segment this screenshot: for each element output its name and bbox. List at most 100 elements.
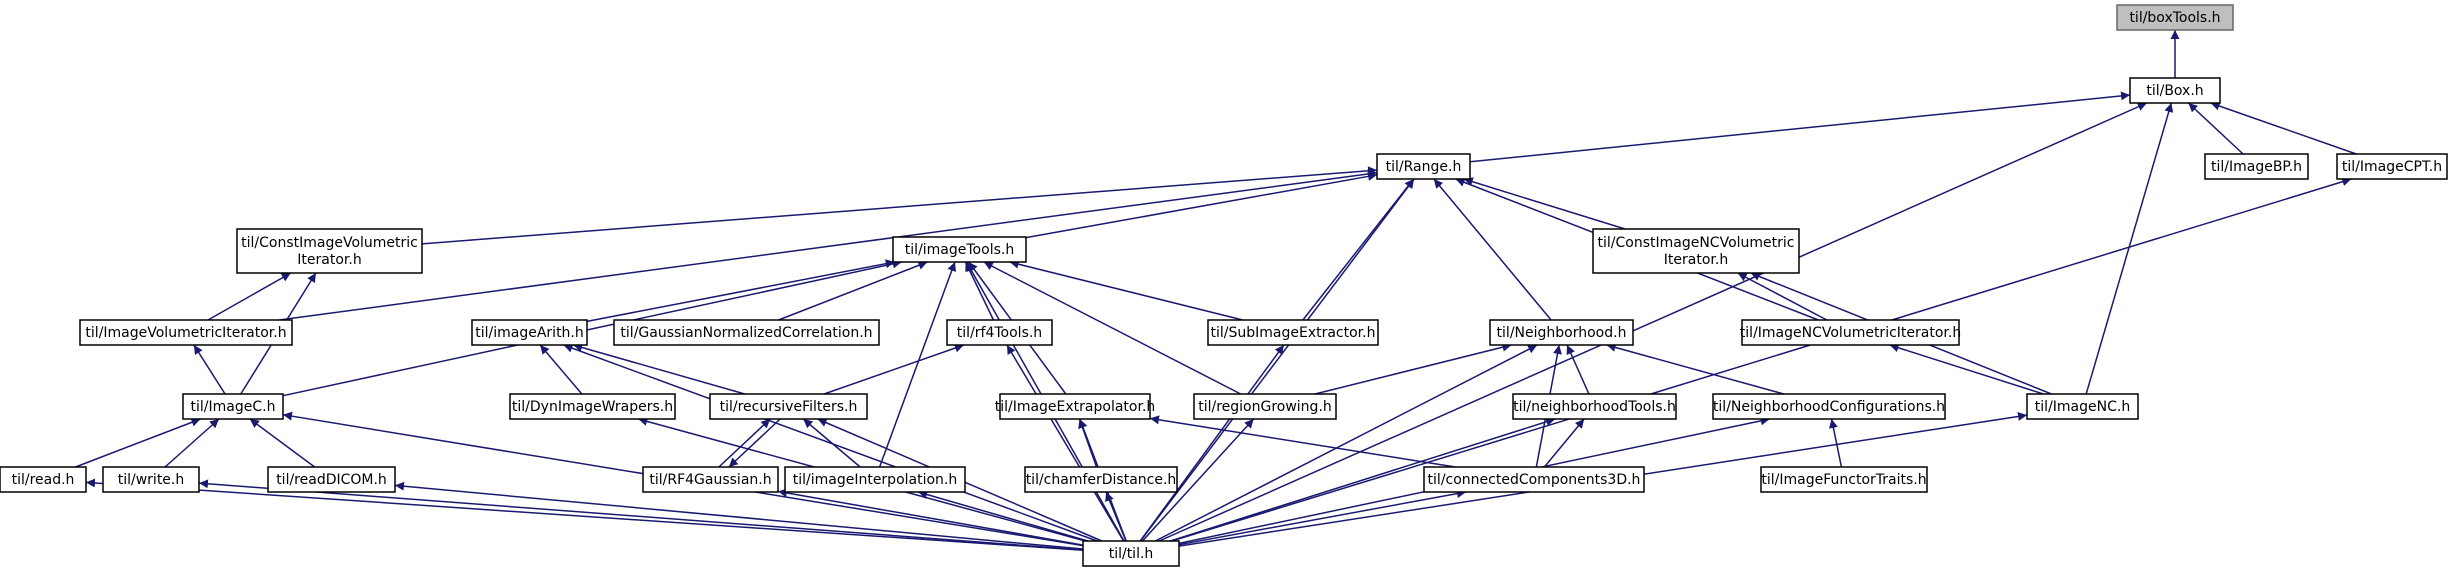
node-gaussian-normalized-correlation[interactable]: til/GaussianNormalizedCorrelation.h	[613, 319, 880, 346]
edge-image-functor-traits-to-neighborhood-configurations	[1828, 418, 1843, 468]
edge-sub-image-extractor-to-image-tools	[1009, 259, 1243, 321]
edge-til-to-range	[1139, 178, 1415, 542]
node-image-interpolation[interactable]: til/imageInterpolation.h	[784, 466, 966, 493]
node-box	[471, 319, 588, 346]
edge-recursive-filters-to-rf4-tools	[823, 343, 965, 395]
node-box[interactable]: til/Box.h	[2129, 77, 2221, 104]
node-til[interactable]: til/til.h	[1082, 540, 1180, 567]
edge-connected-components3-d-to-image-extrapolator	[1149, 415, 1456, 468]
node-image-c[interactable]: til/ImageC.h	[182, 393, 284, 420]
node-sub-image-extractor[interactable]: til/SubImageExtractor.h	[1207, 319, 1379, 346]
node-recursive-filters[interactable]: til/recursiveFilters.h	[709, 393, 868, 420]
node-label: til/rf4Tools.h	[957, 325, 1042, 341]
edge-til-to-region-growing	[1141, 418, 1255, 542]
node-label: til/boxTools.h	[2129, 10, 2220, 26]
node-box	[509, 393, 676, 420]
node-image-cpt[interactable]: til/ImageCPT.h	[2336, 153, 2448, 180]
edge-image-tools-to-range	[1025, 171, 1378, 239]
node-label: til/imageInterpolation.h	[793, 472, 958, 488]
node-box	[999, 393, 1151, 420]
node-box	[946, 319, 1053, 346]
edge-til-to-chamfer-distance	[1105, 491, 1127, 542]
node-neighborhood[interactable]: til/Neighborhood.h	[1489, 319, 1634, 346]
node-box	[2336, 153, 2448, 180]
node-label: til/ImageFunctorTraits.h	[1761, 472, 1926, 488]
edge-til-to-box	[1158, 102, 2148, 542]
edge-neighborhood-tools-to-neighborhood	[1566, 344, 1590, 395]
node-box	[2116, 4, 2234, 31]
node-label: til/regionGrowing.h	[1198, 399, 1332, 415]
node-box	[613, 319, 880, 346]
node-dyn-image-wrapers[interactable]: til/DynImageWrapers.h	[509, 393, 676, 420]
edge-image-interpolation-to-image-tools	[878, 261, 957, 468]
node-box	[2026, 393, 2139, 420]
node-image-nc-volumetric-iterator[interactable]: til/ImageNCVolumetricIterator.h	[1740, 319, 1961, 346]
edge-neighborhood-configurations-to-neighborhood	[1606, 343, 1785, 395]
node-label: til/imageArith.h	[475, 325, 584, 341]
node-image-functor-traits[interactable]: til/ImageFunctorTraits.h	[1760, 466, 1928, 493]
node-write[interactable]: til/write.h	[102, 466, 200, 493]
node-image-tools[interactable]: til/imageTools.h	[892, 236, 1027, 263]
node-label: til/recursiveFilters.h	[720, 399, 858, 415]
node-box	[102, 466, 200, 493]
node-box	[1712, 393, 1946, 420]
node-image-volumetric-iterator[interactable]: til/ImageVolumetricIterator.h	[79, 319, 293, 346]
node-label: til/ImageC.h	[191, 399, 276, 415]
edge-dyn-image-wrapers-to-image-arith	[539, 344, 583, 395]
node-neighborhood-tools[interactable]: til/neighborhoodTools.h	[1512, 393, 1677, 420]
node-range[interactable]: til/Range.h	[1376, 153, 1471, 180]
node-label: til/SubImageExtractor.h	[1211, 325, 1376, 341]
node-rf4-tools[interactable]: til/rf4Tools.h	[946, 319, 1053, 346]
edge-til-to-rf4-tools	[1006, 344, 1125, 542]
node-label: til/Neighborhood.h	[1497, 325, 1627, 341]
edge-const-image-nc-volumetric-iterator-to-range	[1463, 177, 1626, 230]
node-box	[892, 236, 1027, 263]
edge-image-volumetric-iterator-to-const-image-volumetric-iterator	[207, 272, 292, 321]
node-box	[79, 319, 293, 346]
node-image-arith[interactable]: til/imageArith.h	[471, 319, 588, 346]
node-image-nc[interactable]: til/ImageNC.h	[2026, 393, 2139, 420]
node-image-extrapolator[interactable]: til/ImageExtrapolator.h	[995, 393, 1156, 420]
node-image-bp[interactable]: til/ImageBP.h	[2204, 153, 2309, 180]
node-box	[2129, 77, 2221, 104]
node-label: til/NeighborhoodConfigurations.h	[1713, 399, 1945, 415]
edge-sub-image-extractor-to-range	[1302, 178, 1415, 321]
node-label: til/ImageNCVolumetricIterator.h	[1740, 325, 1961, 341]
edge-til-to-read-dicom	[394, 481, 1084, 550]
edge-image-interpolation-to-recursive-filters	[802, 418, 861, 468]
node-label: til/ImageNC.h	[2035, 399, 2130, 415]
edge-til-to-neighborhood-tools	[1170, 417, 1556, 542]
node-read[interactable]: til/read.h	[0, 466, 87, 493]
edge-til-to-sub-image-extractor	[1139, 344, 1285, 542]
edge-gaussian-normalized-correlation-to-image-tools	[778, 261, 928, 321]
node-box	[709, 393, 868, 420]
node-label: til/readDICOM.h	[276, 472, 387, 488]
node-label: til/Range.h	[1386, 159, 1462, 175]
node-neighborhood-configurations[interactable]: til/NeighborhoodConfigurations.h	[1712, 393, 1946, 420]
node-box	[1512, 393, 1677, 420]
node-chamfer-distance[interactable]: til/chamferDistance.h	[1024, 466, 1178, 493]
node-label: til/write.h	[118, 472, 185, 488]
edge-til-to-rf4-gaussian	[777, 488, 1084, 546]
edge-neighborhood-to-range	[1433, 178, 1552, 321]
node-label: Iterator.h	[297, 252, 361, 268]
edge-image-cpt-to-box	[2210, 101, 2357, 155]
edge-til-to-connected-components3-d	[1178, 489, 1467, 546]
edge-region-growing-to-neighborhood	[1314, 342, 1512, 395]
edge-image-c-to-image-volumetric-iterator	[193, 344, 226, 395]
node-rf4-gaussian[interactable]: til/RF4Gaussian.h	[642, 466, 779, 493]
node-box	[1024, 466, 1178, 493]
node-label: til/connectedComponents3D.h	[1428, 472, 1641, 488]
node-read-dicom[interactable]: til/readDICOM.h	[267, 466, 396, 493]
edge-image-arith-to-image-tools	[586, 259, 895, 323]
node-box	[1376, 153, 1471, 180]
edge-range-to-box	[1469, 91, 2131, 163]
node-box	[0, 466, 87, 493]
node-label: til/RF4Gaussian.h	[649, 472, 771, 488]
node-connected-components3-d[interactable]: til/connectedComponents3D.h	[1423, 466, 1645, 493]
node-box	[1082, 540, 1180, 567]
node-region-growing[interactable]: til/regionGrowing.h	[1193, 393, 1337, 420]
node-label: til/Box.h	[2146, 83, 2203, 99]
